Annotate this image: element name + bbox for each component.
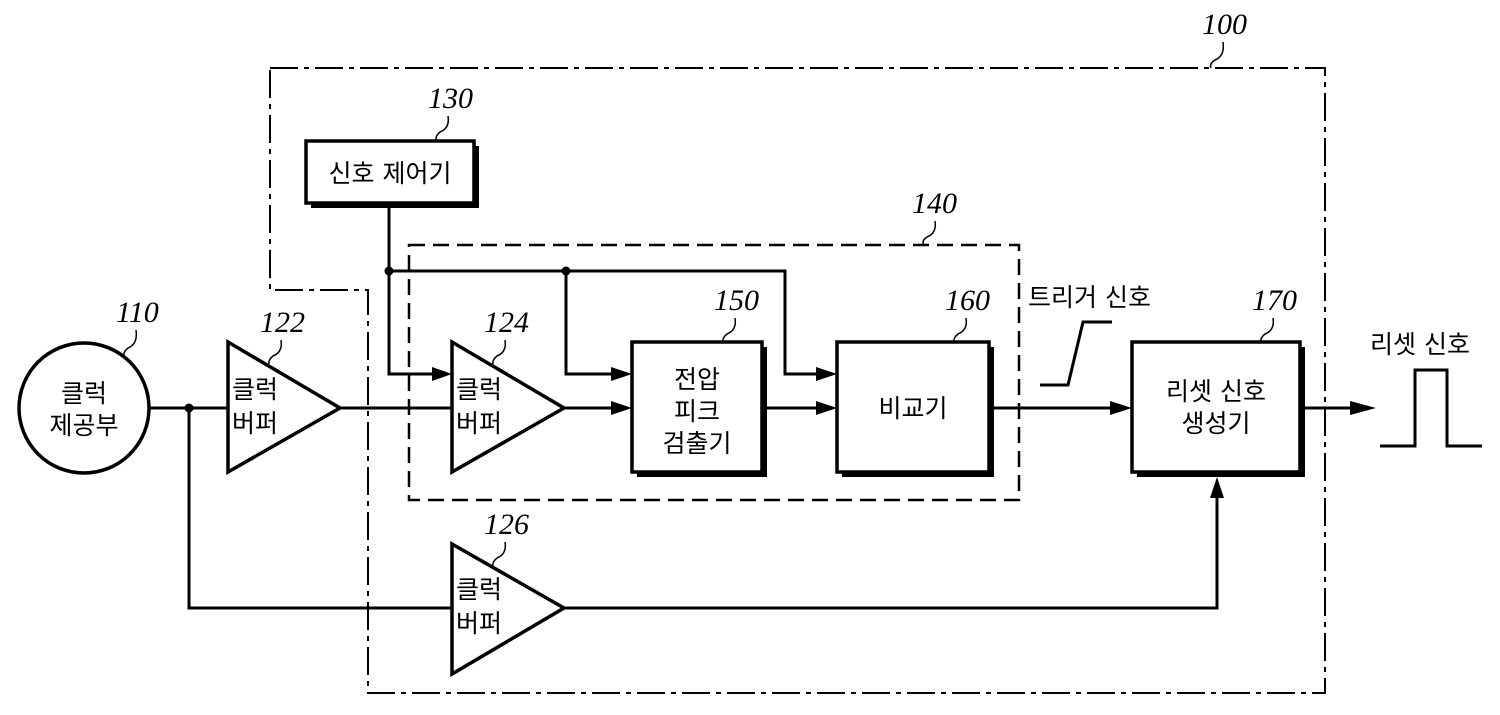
comparator-label: 비교기 — [878, 394, 947, 423]
arrow-into-124 — [432, 367, 452, 381]
arrow-150-160 — [816, 401, 837, 415]
peak-detector-label-2: 피크 — [674, 397, 720, 426]
leader-160 — [954, 318, 967, 342]
clock-provider-110 — [19, 343, 149, 473]
leader-170 — [1261, 318, 1274, 342]
leader-122 — [269, 340, 282, 364]
ref-124: 124 — [484, 306, 529, 339]
reset-signal-generator-170 — [1132, 342, 1300, 472]
trigger-waveform — [1040, 322, 1112, 385]
peak-detector-label-1: 전압 — [674, 365, 720, 394]
ref-122: 122 — [260, 306, 305, 339]
clock-buffer-122-label-1: 클럭 — [232, 375, 278, 404]
leader-140 — [923, 221, 935, 245]
reset-pulse-waveform — [1380, 370, 1482, 446]
reset-generator-label-2: 생성기 — [1181, 409, 1250, 438]
leader-150 — [723, 318, 736, 342]
ref-130: 130 — [428, 82, 473, 115]
wire-130-down — [389, 208, 435, 374]
arrow-output — [1350, 401, 1376, 415]
arrow-126-170 — [1210, 477, 1224, 498]
leader-130 — [436, 116, 449, 141]
clock-buffer-124-label-1: 클럭 — [456, 375, 502, 404]
arrow-control-150 — [611, 367, 632, 381]
arrow-control-160 — [816, 367, 837, 381]
clock-buffer-124 — [452, 342, 564, 472]
leader-100 — [1211, 42, 1224, 68]
ref-170: 170 — [1252, 284, 1297, 317]
signal-controller-label: 신호 제어기 — [329, 159, 452, 188]
ref-110: 110 — [116, 296, 159, 329]
clock-buffer-126-label-1: 클럭 — [456, 575, 502, 604]
ref-126: 126 — [484, 508, 529, 541]
leader-110 — [124, 330, 136, 356]
arrow-160-170 — [1110, 401, 1132, 415]
leader-124 — [493, 340, 506, 364]
arrow-124-150 — [611, 401, 632, 415]
clock-buffer-122-label-2: 버퍼 — [232, 409, 278, 438]
reset-signal-label: 리셋 신호 — [1370, 330, 1470, 359]
clock-provider-label-1: 클럭 — [61, 379, 107, 408]
peak-detector-label-3: 검출기 — [662, 429, 731, 458]
ref-160: 160 — [945, 284, 990, 317]
clock-buffer-126-label-2: 버퍼 — [456, 609, 502, 638]
wire-control-to-150 — [566, 271, 615, 374]
ref-150: 150 — [714, 284, 759, 317]
trigger-signal-label: 트리거 신호 — [1028, 283, 1151, 312]
clock-provider-label-2: 제공부 — [49, 411, 118, 440]
reset-generator-label-1: 리셋 신호 — [1166, 377, 1266, 406]
clock-buffer-124-label-2: 버퍼 — [456, 409, 502, 438]
leader-126 — [493, 542, 506, 566]
ref-100: 100 — [1202, 8, 1247, 41]
clock-buffer-122 — [228, 342, 340, 472]
ref-140: 140 — [912, 187, 957, 220]
wire-126-170 — [564, 495, 1217, 608]
